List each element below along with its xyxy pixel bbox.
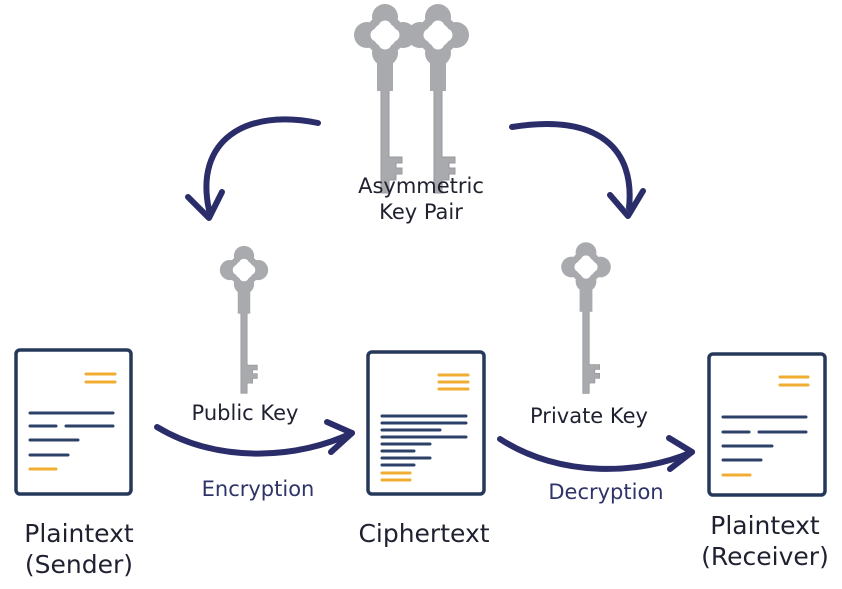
key-pair-label-line2: Key Pair bbox=[379, 200, 463, 225]
arrow-to-public-key bbox=[203, 116, 321, 213]
plaintext-receiver-label-line2: (Receiver) bbox=[701, 542, 829, 572]
encryption-arrow bbox=[154, 424, 355, 457]
plaintext-sender-document-icon bbox=[14, 348, 133, 496]
plaintext-sender-label: Plaintext (Sender) bbox=[0, 518, 158, 581]
private-key-label: Private Key bbox=[530, 404, 648, 428]
key-pair-label-line1: Asymmetric bbox=[358, 174, 484, 198]
public-key-icon bbox=[219, 245, 269, 394]
key-pair-label: Asymmetric Key Pair bbox=[311, 173, 531, 226]
key-pair-right-key-icon bbox=[406, 3, 470, 194]
decryption-arrow bbox=[497, 436, 695, 472]
public-key-label: Public Key bbox=[191, 401, 299, 425]
decryption-arrow-head bbox=[666, 435, 695, 472]
private-key-icon bbox=[560, 241, 612, 394]
plaintext-receiver-label-line1: Plaintext bbox=[710, 511, 820, 540]
ciphertext-label: Ciphertext bbox=[358, 519, 490, 548]
arrow-to-private-key-head bbox=[607, 188, 646, 219]
plaintext-sender-label-line2: (Sender) bbox=[24, 550, 134, 580]
plaintext-receiver-document-icon bbox=[707, 352, 827, 497]
encryption-label: Encryption bbox=[201, 477, 315, 501]
arrow-to-private-key bbox=[509, 121, 633, 211]
plaintext-sender-label-line1: Plaintext bbox=[24, 519, 134, 548]
arrow-to-public-key-head bbox=[185, 189, 225, 221]
encryption-arrow-head bbox=[324, 419, 355, 455]
decryption-label: Decryption bbox=[548, 480, 664, 504]
plaintext-receiver-label: Plaintext (Receiver) bbox=[688, 510, 842, 573]
ciphertext-document-icon bbox=[366, 350, 486, 496]
key-pair-left-key-icon bbox=[353, 3, 417, 194]
